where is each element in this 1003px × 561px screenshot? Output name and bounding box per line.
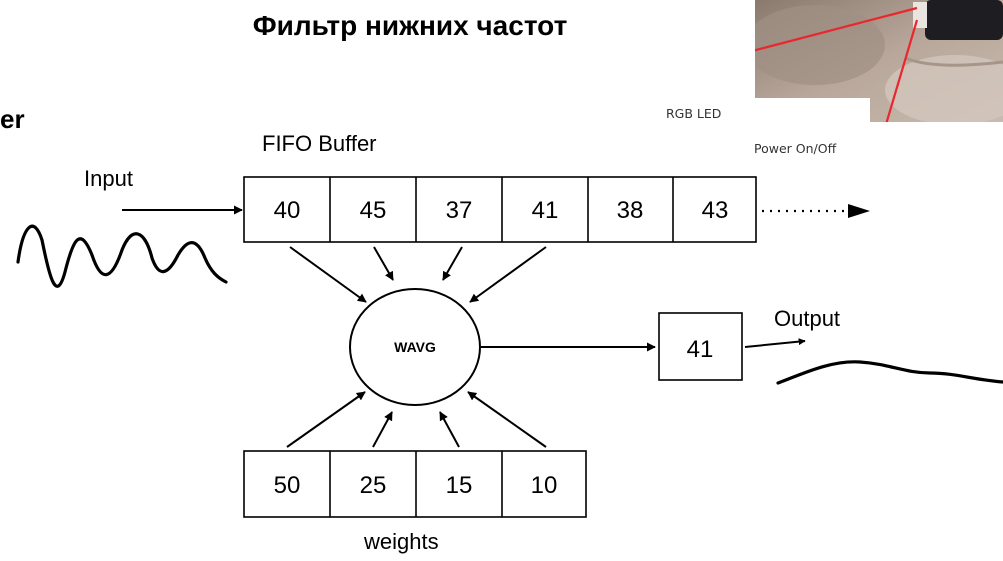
fifo-to-wavg-arrow-2 xyxy=(373,246,394,281)
fifo-buffer xyxy=(243,176,757,243)
fifo-cell-5: 38 xyxy=(617,197,644,224)
rgb-led-label: RGB LED xyxy=(666,106,722,121)
wavg-label: WAVG xyxy=(394,339,436,355)
output-box xyxy=(658,312,743,381)
output-arrow xyxy=(744,338,806,348)
output-label: Output xyxy=(774,306,840,331)
device-photo xyxy=(755,0,1003,122)
power-arrow xyxy=(885,19,919,122)
fifo-buffer-label: FIFO Buffer xyxy=(262,131,377,156)
fifo-buffer-frame xyxy=(243,176,757,243)
weight-cell-4: 10 xyxy=(531,472,558,499)
weight-to-wavg-arrow-4 xyxy=(467,391,547,448)
fifo-to-wavg-arrow-4 xyxy=(469,246,547,303)
weight-to-wavg-arrow-1 xyxy=(286,391,366,448)
weights-frame xyxy=(243,450,587,518)
fifo-cell-4: 41 xyxy=(532,197,559,224)
fifo-continuation-arrowhead xyxy=(848,204,870,218)
fifo-to-wavg-arrow-3 xyxy=(442,246,463,281)
device-photo-image xyxy=(755,0,1003,122)
cropped-heading-fragment: er xyxy=(0,104,25,134)
input-label: Input xyxy=(84,166,133,191)
weights-buffer xyxy=(243,450,587,518)
weights-label: weights xyxy=(363,529,439,554)
fifo-to-wavg-arrow-1 xyxy=(289,246,367,303)
weight-to-wavg-arrow-2 xyxy=(372,411,393,448)
output-wave xyxy=(776,360,1003,385)
fifo-cell-6: 43 xyxy=(702,197,729,224)
weight-cell-3: 15 xyxy=(446,472,473,499)
rgb-led-arrow xyxy=(755,6,918,52)
fifo-cell-1: 40 xyxy=(274,197,301,224)
weight-cell-2: 25 xyxy=(360,472,387,499)
wavg-node xyxy=(349,288,481,406)
weight-to-wavg-arrow-3 xyxy=(439,411,460,448)
input-wave xyxy=(16,224,228,288)
power-label: Power On/Off xyxy=(754,141,837,156)
fifo-cell-3: 37 xyxy=(446,197,473,224)
fifo-cell-2: 45 xyxy=(360,197,387,224)
output-value: 41 xyxy=(687,336,714,363)
weight-cell-1: 50 xyxy=(274,472,301,499)
page-title: Фильтр нижних частот xyxy=(252,10,568,41)
